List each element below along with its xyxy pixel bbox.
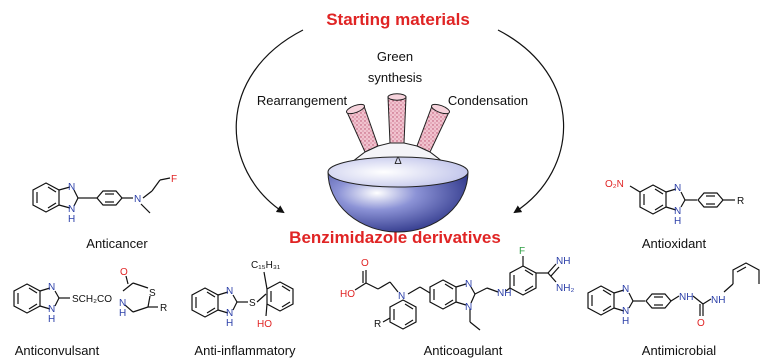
heat-symbol: Δ	[394, 155, 402, 167]
molecule-anticancer	[32, 177, 171, 214]
molecule-anti-inflammatory	[191, 271, 294, 318]
atom-R: R	[374, 319, 381, 330]
molecule-anticonvulsant	[13, 275, 158, 314]
molecule-antioxidant	[629, 184, 735, 215]
atom-F: F	[519, 246, 525, 257]
atom-N: N	[134, 194, 141, 205]
atom-O2N: O₂N	[605, 179, 624, 190]
label-antimicrobial: Antimicrobial	[642, 343, 717, 358]
label-anticancer: Anticancer	[86, 236, 148, 251]
atom-H: H	[48, 314, 55, 325]
group-C15H31: C₁₅H₃₁	[251, 260, 281, 271]
atom-N: N	[226, 308, 233, 319]
atom-HO: HO	[340, 289, 355, 300]
atom-N: N	[465, 302, 472, 313]
atom-HO: HO	[257, 319, 272, 330]
atom-NH2: NH₂	[556, 283, 574, 294]
atom-H: H	[674, 216, 681, 227]
atom-H: H	[622, 316, 629, 327]
atom-NH: NH	[556, 256, 570, 267]
atom-N: N	[68, 204, 75, 215]
atom-NH: NH	[711, 295, 725, 306]
atom-N: N	[622, 284, 629, 295]
atom-H: H	[68, 214, 75, 225]
atom-N: N	[48, 282, 55, 293]
molecule-anticoagulant	[354, 256, 560, 331]
label-anticonvulsant: Anticonvulsant	[15, 343, 100, 358]
atom-N: N	[119, 298, 126, 309]
atom-N: N	[465, 279, 472, 290]
arrow-right-curve	[497, 29, 565, 214]
label-antioxidant: Antioxidant	[642, 236, 707, 251]
atom-N: N	[226, 286, 233, 297]
flask-neck-left	[345, 103, 379, 153]
atom-N: N	[398, 291, 405, 302]
atom-N: N	[674, 206, 681, 217]
atom-S: S	[249, 298, 256, 309]
molecule-antimicrobial	[587, 262, 760, 316]
three-neck-flask: Δ	[327, 93, 469, 233]
atom-H: H	[119, 308, 126, 319]
label-rearrangement: Rearrangement	[257, 93, 348, 108]
label-green: Green	[377, 49, 413, 64]
atom-N: N	[674, 183, 681, 194]
flask-neck-right	[416, 103, 451, 153]
atom-O: O	[361, 258, 369, 269]
flask-neck-center	[387, 93, 407, 144]
label-condensation: Condensation	[448, 93, 528, 108]
atom-N: N	[68, 182, 75, 193]
atom-F: F	[171, 174, 177, 185]
label-anticoagulant: Anticoagulant	[424, 343, 503, 358]
atom-O: O	[120, 267, 128, 278]
arrow-left-curve	[235, 29, 304, 214]
title-benzimidazole-derivatives: Benzimidazole derivatives	[289, 228, 501, 247]
atom-N: N	[48, 304, 55, 315]
atom-S: S	[149, 288, 156, 299]
group-SCH2CO: SCH₂CO	[72, 294, 112, 305]
atom-R: R	[160, 303, 167, 314]
atom-NH: NH	[497, 288, 511, 299]
atom-H: H	[226, 318, 233, 329]
atom-R: R	[737, 196, 744, 207]
label-synthesis: synthesis	[368, 70, 423, 85]
atom-NH: NH	[679, 292, 693, 303]
label-anti-inflammatory: Anti-inflammatory	[194, 343, 296, 358]
atom-O: O	[697, 318, 705, 329]
atom-N: N	[622, 306, 629, 317]
title-starting-materials: Starting materials	[326, 10, 470, 29]
